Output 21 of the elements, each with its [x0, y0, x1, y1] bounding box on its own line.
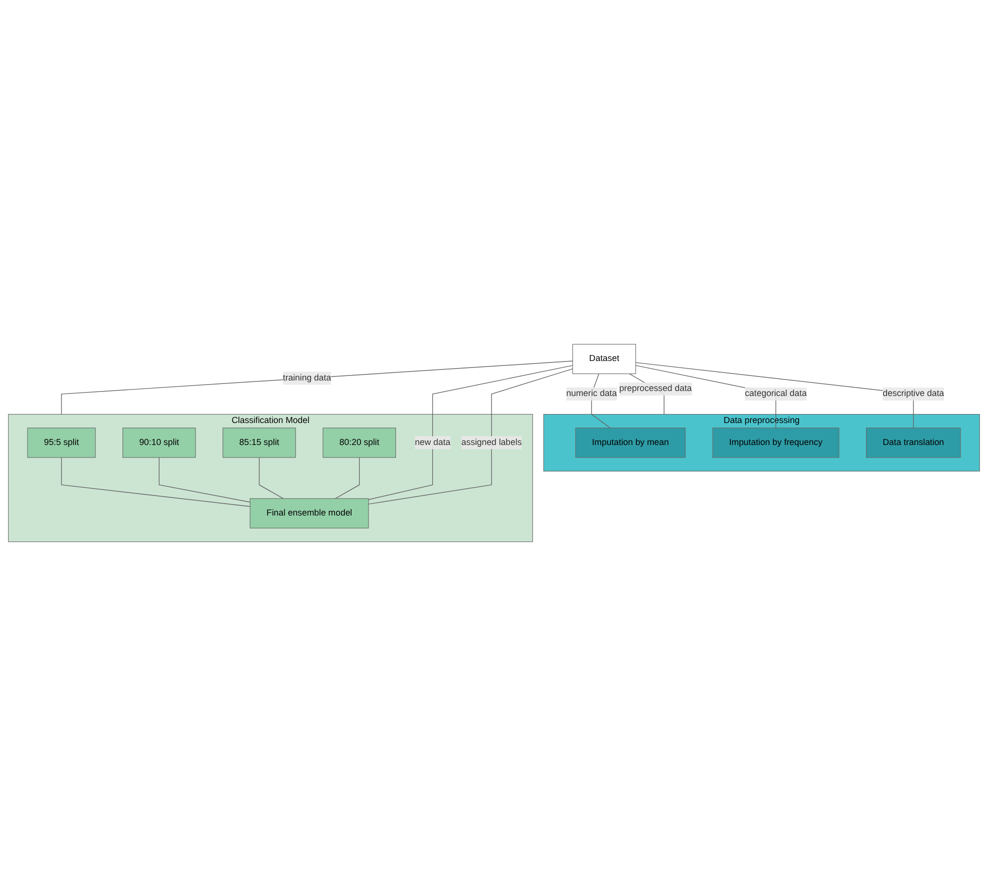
edge-label: new data	[414, 438, 450, 448]
node-box: 90:10 split	[122, 428, 196, 458]
edge-label: assigned labels	[460, 438, 522, 448]
connector	[60, 457, 250, 507]
edge-label: descriptive data	[882, 389, 944, 398]
edge-label: training data	[282, 373, 331, 383]
node-box: 95:5 split	[26, 428, 96, 458]
edge-label: numeric data	[566, 389, 616, 398]
node-box: 80:20 split	[322, 428, 396, 458]
node-box: Dataset	[572, 344, 636, 374]
connector	[258, 457, 284, 499]
connector	[158, 457, 250, 502]
connector	[334, 457, 360, 499]
connector	[60, 360, 573, 415]
edge-label: categorical data	[744, 389, 806, 398]
edge-label: preprocessed data	[618, 384, 692, 394]
node-box: Data translation	[866, 428, 960, 458]
node-box: Imputation by mean	[574, 428, 686, 458]
node-box: Final ensemble model	[249, 498, 368, 528]
node-box: Imputation by frequency	[712, 428, 839, 458]
node-box: 85:15 split	[222, 428, 296, 458]
